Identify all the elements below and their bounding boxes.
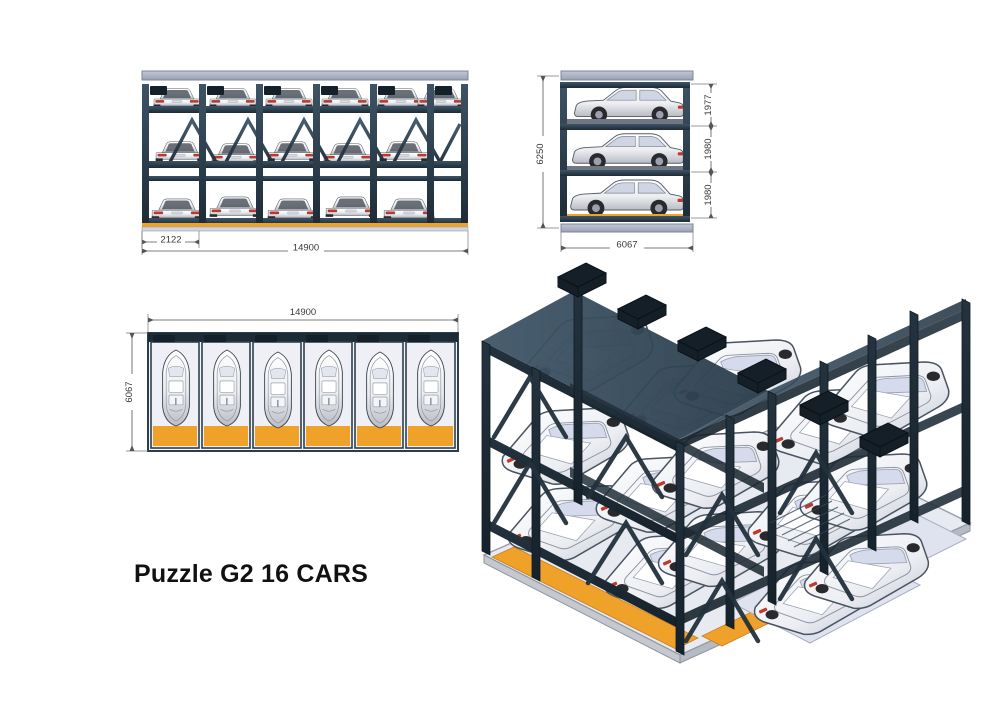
isometric-3d-view (470, 255, 990, 675)
dimension-level-clearances: 1977 1980 1980 (691, 83, 717, 219)
front-frame-beams (142, 106, 468, 225)
plan-bay (405, 335, 456, 449)
page-title: Puzzle G2 16 CARS (134, 560, 369, 588)
plan-bay (201, 335, 251, 449)
iso-platform-slats (769, 494, 851, 548)
side-ceiling-slab (560, 70, 694, 81)
side-frame (560, 82, 694, 233)
dimension-label-1980-lower: 1980 (703, 184, 714, 205)
front-cross-bracing (168, 116, 462, 163)
front-frame-columns (142, 84, 468, 226)
dimension-label-2122: 2122 (160, 235, 181, 246)
front-drive-units (150, 86, 452, 95)
front-elevation-view: 2122 14900 (130, 62, 480, 257)
plan-bay (354, 335, 404, 449)
dimension-overall-width-front: 14900 (141, 231, 469, 255)
dimension-overall-height: 6250 (535, 75, 559, 229)
dimension-label-6067-side: 6067 (616, 240, 637, 251)
side-elevation-view: 6250 1977 1980 (515, 62, 750, 257)
dimension-label-14900-front: 14900 (293, 243, 319, 254)
dimension-bay-width: 2122 (141, 231, 200, 248)
ceiling-slab (141, 70, 469, 81)
front-level-ground (151, 196, 435, 219)
dimension-label-1977: 1977 (703, 94, 714, 115)
plan-bay (252, 335, 302, 449)
iso-drive-units (556, 262, 910, 458)
dimension-overall-depth-plan: 6067 (124, 332, 148, 452)
iso-cross-bracing (491, 372, 855, 644)
dimension-label-6250: 6250 (535, 143, 546, 164)
plan-bay (150, 335, 200, 449)
dimension-label-1980-middle: 1980 (703, 138, 714, 159)
dimension-label-14900-plan: 14900 (290, 307, 316, 318)
front-floor-strip (141, 223, 469, 232)
plan-bays (150, 335, 456, 449)
plan-bay (303, 335, 353, 449)
dimension-overall-depth-side: 6067 (560, 232, 694, 252)
dimension-label-6067-plan: 6067 (124, 381, 135, 402)
dimension-overall-width-plan: 14900 (147, 305, 459, 338)
plan-view: 14900 (118, 300, 468, 485)
side-cars (570, 87, 684, 216)
